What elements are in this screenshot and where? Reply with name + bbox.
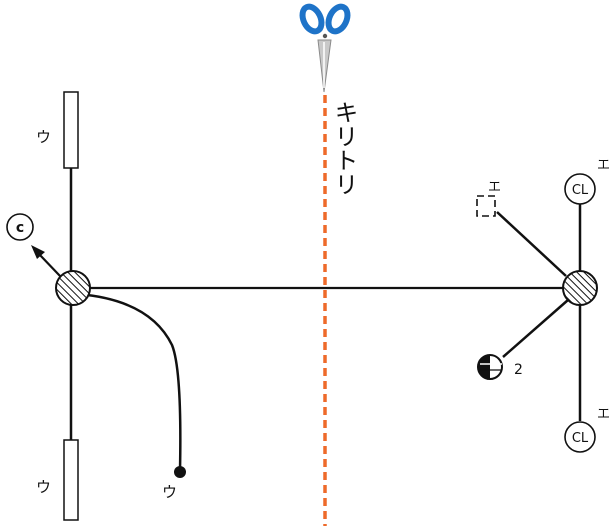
bar-bottom-label: ウ (36, 478, 51, 496)
left-top-bar (63, 91, 79, 169)
cl-circle-bottom-label: CL (572, 431, 589, 446)
c-circle-label: c (16, 220, 24, 236)
scissors-handle-left (299, 3, 325, 35)
cl-circle-top (564, 173, 596, 205)
cl-circle-bottom (564, 421, 596, 453)
bar-top-label: ウ (36, 128, 51, 146)
cut-line-label: キリトリ (330, 100, 358, 196)
cable-end-dot (174, 466, 186, 478)
right-junction (562, 270, 598, 306)
cl-top-tag-label: エ (597, 158, 610, 173)
left-junction (55, 270, 91, 306)
connector-number: 2 (514, 362, 523, 378)
square-marker (476, 195, 496, 217)
connector-icon (477, 354, 503, 380)
left-bottom-bar (63, 439, 79, 521)
square-tag-label: エ (488, 180, 501, 195)
c-circle (6, 213, 34, 241)
cable-end-label: ウ (162, 483, 177, 501)
arrow-head-icon (31, 245, 45, 259)
curved-cable (77, 292, 182, 471)
scissors-icon (299, 3, 351, 93)
cl-bottom-tag-label: エ (597, 407, 610, 422)
arrow-line (38, 253, 61, 277)
scissors-handle-right (325, 3, 351, 35)
spoke-to-connector (502, 299, 569, 358)
cl-circle-top-label: CL (572, 183, 589, 198)
spoke-to-square (496, 211, 567, 277)
